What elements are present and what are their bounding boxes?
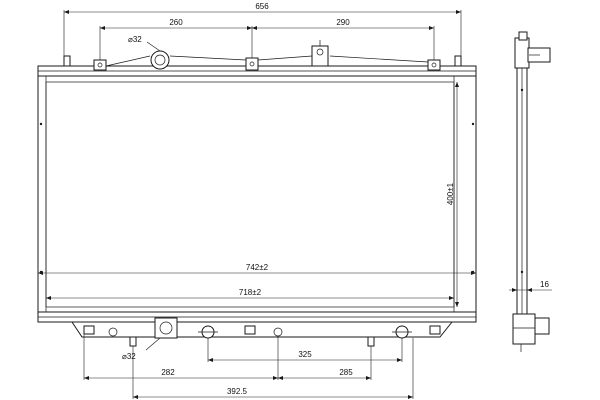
dim-bottom-total [132, 338, 414, 399]
outlet-leader [145, 337, 161, 351]
label-top-left-offset: 260 [169, 18, 183, 27]
label-bottom-left-offset: 282 [161, 368, 175, 377]
side-top-tank [514, 37, 530, 69]
label-overall-width: 656 [255, 2, 269, 11]
bottom-outlet [154, 317, 178, 339]
label-side-thickness: 16 [540, 280, 549, 289]
top-mount-pins [63, 55, 462, 67]
label-core-height: 400±1 [446, 182, 455, 205]
dim-side-thickness [509, 282, 552, 312]
side-view: 16 [509, 31, 552, 352]
side-bottom-tank [512, 313, 536, 345]
dim-core-width-outer [38, 271, 476, 275]
front-view: 656 260 290 ⌀32 400±1 742±2 718±2 ⌀32 32… [37, 2, 477, 399]
cap-leader [146, 41, 161, 52]
side-bottom-outlet [534, 317, 550, 335]
core-frame [37, 75, 477, 313]
dim-core-width-inner [46, 296, 454, 300]
label-bottom-span: 325 [298, 350, 312, 359]
bottom-fittings [83, 325, 441, 347]
dim-core-height [455, 82, 459, 307]
dim-overall-width [63, 10, 462, 56]
dim-bottom-span [207, 338, 403, 362]
side-mount-holes [39, 122, 475, 274]
dim-top-offsets [99, 26, 435, 60]
top-outlet-fitting [311, 40, 329, 67]
label-bottom-right-offset: 285 [339, 368, 353, 377]
label-outlet-diameter: ⌀32 [122, 352, 136, 361]
top-tank-ribs [105, 55, 429, 67]
label-top-right-offset: 290 [336, 18, 350, 27]
dim-bottom-offsets [83, 334, 372, 380]
label-core-width-outer: 742±2 [246, 263, 269, 272]
filler-neck [150, 50, 170, 70]
label-core-width-inner: 718±2 [239, 288, 262, 297]
label-bottom-total: 392.5 [227, 387, 248, 396]
bottom-tank-body [71, 321, 453, 338]
label-cap-diameter: ⌀32 [128, 35, 142, 44]
side-top-cap [518, 31, 528, 41]
